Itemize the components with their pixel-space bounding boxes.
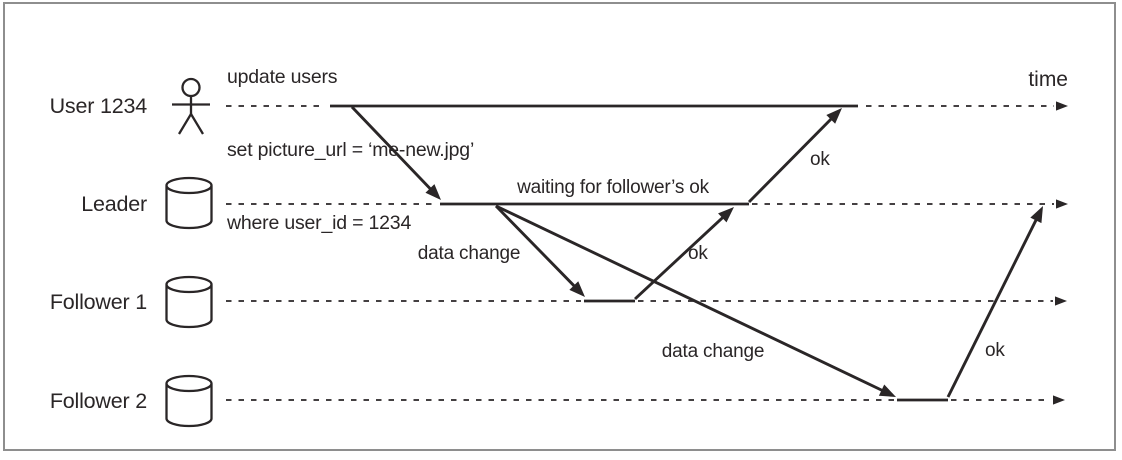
data-change-to-follower1-arrow-head [569, 281, 585, 297]
write-request-arrow [350, 105, 436, 195]
ok-leader-to-user-arrow [747, 113, 837, 204]
actor-label-user: User 1234 [49, 94, 148, 118]
actor-label-follower1: Follower 1 [49, 290, 147, 314]
data-change-to-follower2-arrow-head [878, 384, 896, 397]
ok-label-user: ok [810, 149, 830, 170]
ok-follower1-to-leader-arrow [634, 212, 729, 301]
sql-query-line-2: set picture_url = ‘me-new.jpg’ [227, 139, 475, 162]
user-lifeline-arrowhead [1056, 101, 1068, 111]
database-icon [165, 275, 213, 329]
follower2-lifeline-arrowhead [1053, 395, 1065, 405]
data-change-to-follower2-arrow [495, 204, 889, 395]
time-axis-label: time [1028, 68, 1068, 91]
person-icon [172, 77, 210, 135]
data-change-label-2: data change [661, 341, 765, 362]
sql-query-line-1: update users [227, 66, 338, 89]
sql-query-text: update users set picture_url = ‘me-new.j… [227, 17, 474, 283]
write-request-arrow-head [425, 184, 441, 200]
ok-follower2-arrow [946, 213, 1041, 398]
data-change-label-1: data change [417, 243, 521, 264]
waiting-annotation: waiting for follower’s ok [517, 177, 709, 198]
ok-label-follower1: ok [688, 243, 708, 264]
ok-label-follower2: ok [985, 340, 1005, 361]
sql-query-line-3: where user_id = 1234 [227, 211, 412, 234]
database-icon [165, 374, 213, 428]
leader-lifeline-arrowhead [1056, 199, 1068, 209]
actor-label-follower2: Follower 2 [49, 389, 147, 413]
data-change-to-follower1-arrow [494, 204, 580, 292]
follower1-lifeline-arrowhead [1055, 296, 1067, 306]
database-icon [165, 176, 213, 230]
ok-follower2-arrow-head [1030, 206, 1043, 224]
ok-leader-to-user-arrow-head [826, 108, 842, 124]
actor-label-leader: Leader [81, 192, 147, 216]
ok-follower1-to-leader-arrow-head [718, 207, 734, 223]
